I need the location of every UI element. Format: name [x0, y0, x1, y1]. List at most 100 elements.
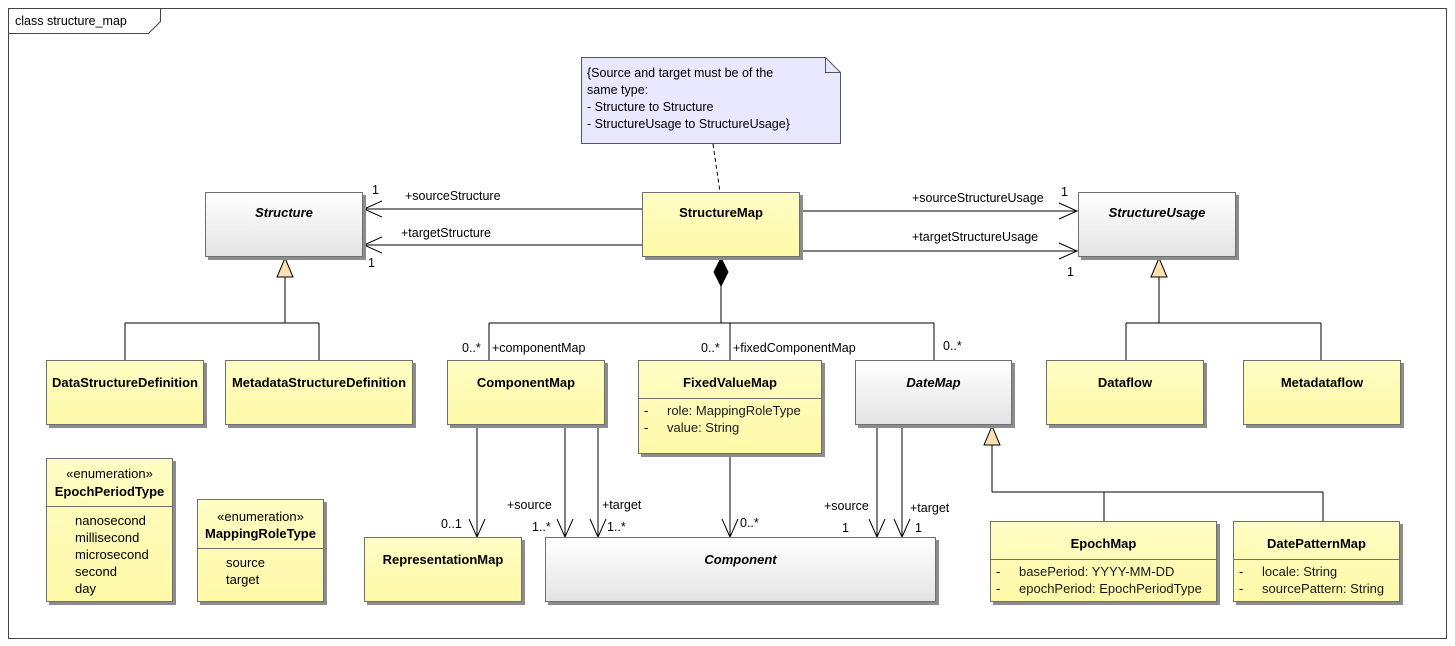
attribute: sourcePattern: String	[1262, 581, 1385, 596]
role-component-map-target: +target	[602, 498, 642, 512]
generalization-arrow-structure-usage	[1150, 256, 1168, 278]
frame-border	[8, 8, 1447, 639]
frame-tab-border	[8, 8, 161, 34]
class-name: EpochMap	[1070, 536, 1137, 551]
attribute-visibility: -	[644, 420, 649, 435]
enum-name: EpochPeriodType	[54, 484, 165, 499]
compartment-divider	[639, 398, 821, 399]
mult-component-map-target: 1..*	[607, 520, 626, 534]
arrowhead-target-structure-usage	[1058, 242, 1079, 260]
mult-fixed-value-component: 0..*	[740, 516, 759, 530]
mult-component-map-source: 1..*	[532, 520, 551, 534]
attribute: epochPeriod: EpochPeriodType	[1019, 581, 1202, 596]
mult-date-map-source: 1	[842, 521, 849, 535]
mult-component-map-representation: 0..1	[441, 517, 462, 531]
role-target-structure: +targetStructure	[401, 226, 491, 240]
class-representation-map[interactable]: RepresentationMap	[364, 537, 522, 602]
attribute: role: MappingRoleType	[667, 403, 801, 418]
class-name: DatePatternMap	[1267, 536, 1366, 551]
class-name: Dataflow	[1097, 375, 1153, 390]
generalization-arrow-structure	[276, 256, 294, 278]
enum-stereotype: «enumeration»	[217, 509, 304, 524]
class-structure-map[interactable]: StructureMap	[642, 192, 800, 257]
class-component-map[interactable]: ComponentMap	[447, 360, 605, 425]
class-name: FixedValueMap	[683, 375, 777, 390]
enum-stereotype: «enumeration»	[66, 466, 153, 481]
class-name: RepresentationMap	[382, 552, 504, 567]
mult-fixed-component-map: 0..*	[701, 341, 720, 355]
note-anchor-line	[712, 143, 721, 193]
attribute: value: String	[667, 420, 740, 435]
arrowhead-source-structure	[362, 200, 383, 218]
class-name: DataStructureDefinition	[52, 375, 198, 390]
arrowhead-source-structure-usage	[1058, 202, 1079, 220]
class-data-structure-definition[interactable]: DataStructureDefinition	[46, 360, 204, 425]
class-fixed-value-map[interactable]: FixedValueMap - role: MappingRoleType - …	[638, 360, 822, 454]
mult-target-structure-usage: 1	[1067, 265, 1074, 279]
role-date-map-source: +source	[824, 499, 869, 513]
role-fixed-component-map: +fixedComponentMap	[733, 341, 856, 355]
note-line: {Source and target must be of the	[587, 66, 774, 80]
class-name: StructureUsage	[1108, 205, 1206, 220]
role-date-map-target: +target	[910, 501, 950, 515]
compartment-divider	[198, 548, 323, 549]
attribute-visibility: -	[1239, 564, 1244, 579]
enum-literal: nanosecond	[75, 513, 146, 528]
arrowhead-target-structure	[362, 236, 383, 254]
class-name: Structure	[255, 205, 313, 220]
enum-literal: day	[75, 581, 96, 596]
attribute-visibility: -	[644, 403, 649, 418]
generalization-arrow-date-map	[983, 424, 1001, 446]
note-shape	[581, 57, 841, 144]
role-source-structure-usage: +sourceStructureUsage	[912, 191, 1044, 205]
enum-literal: target	[226, 572, 260, 587]
mult-source-structure: 1	[372, 183, 379, 197]
class-date-pattern-map[interactable]: DatePatternMap - locale: String - source…	[1233, 521, 1400, 602]
class-metadata-structure-definition[interactable]: MetadataStructureDefinition	[225, 360, 413, 425]
compartment-divider	[47, 506, 172, 507]
class-name: DateMap	[906, 375, 961, 390]
enum-literal: millisecond	[75, 530, 140, 545]
class-name: ComponentMap	[476, 375, 576, 390]
class-component[interactable]: Component	[545, 537, 936, 602]
frame-title: class structure_map	[15, 14, 127, 28]
composition-diamond	[713, 256, 729, 288]
role-source-structure: +sourceStructure	[405, 189, 501, 203]
enum-literal: microsecond	[75, 547, 149, 562]
enum-literal: source	[226, 555, 266, 570]
mult-source-structure-usage: 1	[1061, 185, 1068, 199]
note-line: - StructureUsage to StructureUsage}	[587, 117, 790, 131]
class-structure[interactable]: Structure	[205, 192, 363, 257]
enum-epoch-period-type[interactable]: «enumeration» EpochPeriodType nanosecond…	[46, 458, 173, 602]
mult-date-map-target: 1	[915, 521, 922, 535]
class-structure-usage[interactable]: StructureUsage	[1078, 192, 1236, 257]
class-name: Metadataflow	[1280, 375, 1364, 390]
note-line: same type:	[587, 83, 649, 97]
class-epoch-map[interactable]: EpochMap - basePeriod: YYYY-MM-DD - epoc…	[990, 521, 1217, 602]
attribute-visibility: -	[996, 581, 1001, 596]
constraint-note[interactable]: {Source and target must be of the same t…	[581, 57, 841, 144]
note-line: - Structure to Structure	[587, 100, 714, 114]
attribute: locale: String	[1262, 564, 1338, 579]
class-dataflow[interactable]: Dataflow	[1046, 360, 1204, 425]
class-metadataflow[interactable]: Metadataflow	[1243, 360, 1401, 425]
role-target-structure-usage: +targetStructureUsage	[912, 230, 1039, 244]
role-component-map: +componentMap	[492, 341, 586, 355]
class-name: Component	[704, 552, 777, 567]
attribute-visibility: -	[1239, 581, 1244, 596]
attribute: basePeriod: YYYY-MM-DD	[1019, 564, 1175, 579]
role-component-map-source: +source	[507, 498, 552, 512]
attribute-visibility: -	[996, 564, 1001, 579]
enum-literal: second	[75, 564, 117, 579]
mult-target-structure: 1	[368, 256, 375, 270]
enum-name: MappingRoleType	[205, 526, 316, 541]
class-date-map[interactable]: DateMap	[855, 360, 1012, 425]
mult-date-map: 0..*	[943, 339, 962, 353]
class-name: StructureMap	[679, 205, 763, 220]
compartment-divider	[1234, 559, 1399, 560]
compartment-divider	[991, 559, 1216, 560]
enum-mapping-role-type[interactable]: «enumeration» MappingRoleType source tar…	[197, 499, 324, 602]
class-name: MetadataStructureDefinition	[231, 375, 407, 390]
mult-component-map: 0..*	[462, 341, 481, 355]
